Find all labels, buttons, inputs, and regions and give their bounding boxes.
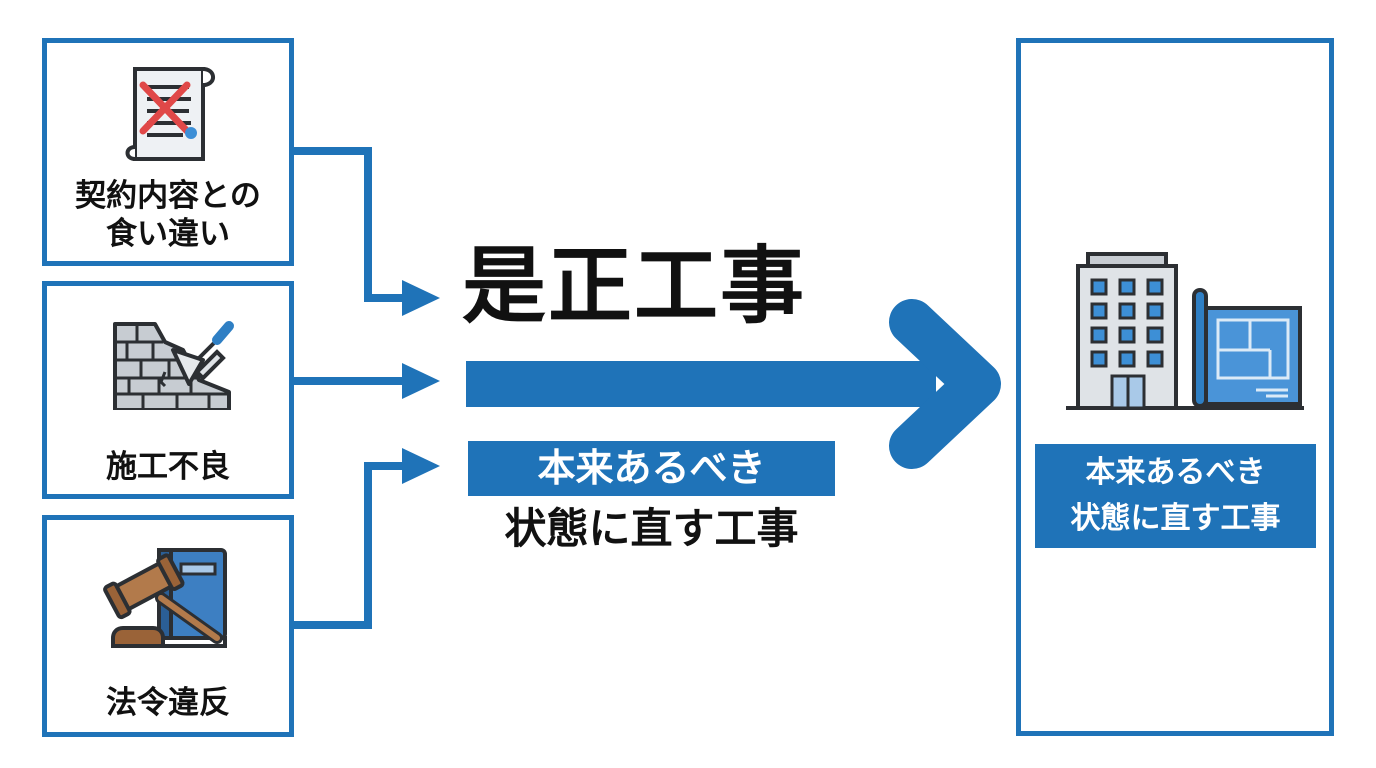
result-label-line2: 状態に直す工事 [1070,501,1281,536]
crossed-contract-icon [125,67,215,161]
arrowhead-middle [402,363,440,399]
building-blueprint-icon [1066,252,1304,410]
result-label: 本来あるべき 状態に直す工事 [1035,444,1316,548]
definition-banner: 本来あるべき [468,441,835,496]
cause-label: 法令違反 [47,684,289,722]
cause-label: 施工不良 [47,448,289,486]
damaged-wall-trowel-icon [113,321,234,410]
cause-label-line2: 食い違い [106,216,230,252]
cause-label-line1: 法令違反 [106,685,230,721]
definition-line2: 状態に直す工事 [504,504,799,553]
arrowhead-top [402,280,440,316]
result-label-line1: 本来あるべき [1085,455,1266,490]
connector-top [294,147,410,302]
cause-box-poor-workmanship: 施工不良 [42,281,294,499]
cause-box-legal-violation: 法令違反 [42,515,294,737]
cause-box-contract-mismatch: 契約内容との 食い違い [42,38,294,266]
connector-bottom [294,462,410,629]
cause-label-line1: 契約内容との [75,178,261,214]
arrowhead-bottom [402,448,440,484]
main-title: 是正工事 [462,237,807,335]
cause-label-line1: 施工不良 [106,449,230,485]
gavel-lawbook-icon [103,548,227,648]
main-arrow [466,299,1001,469]
cause-label: 契約内容との 食い違い [47,177,289,253]
